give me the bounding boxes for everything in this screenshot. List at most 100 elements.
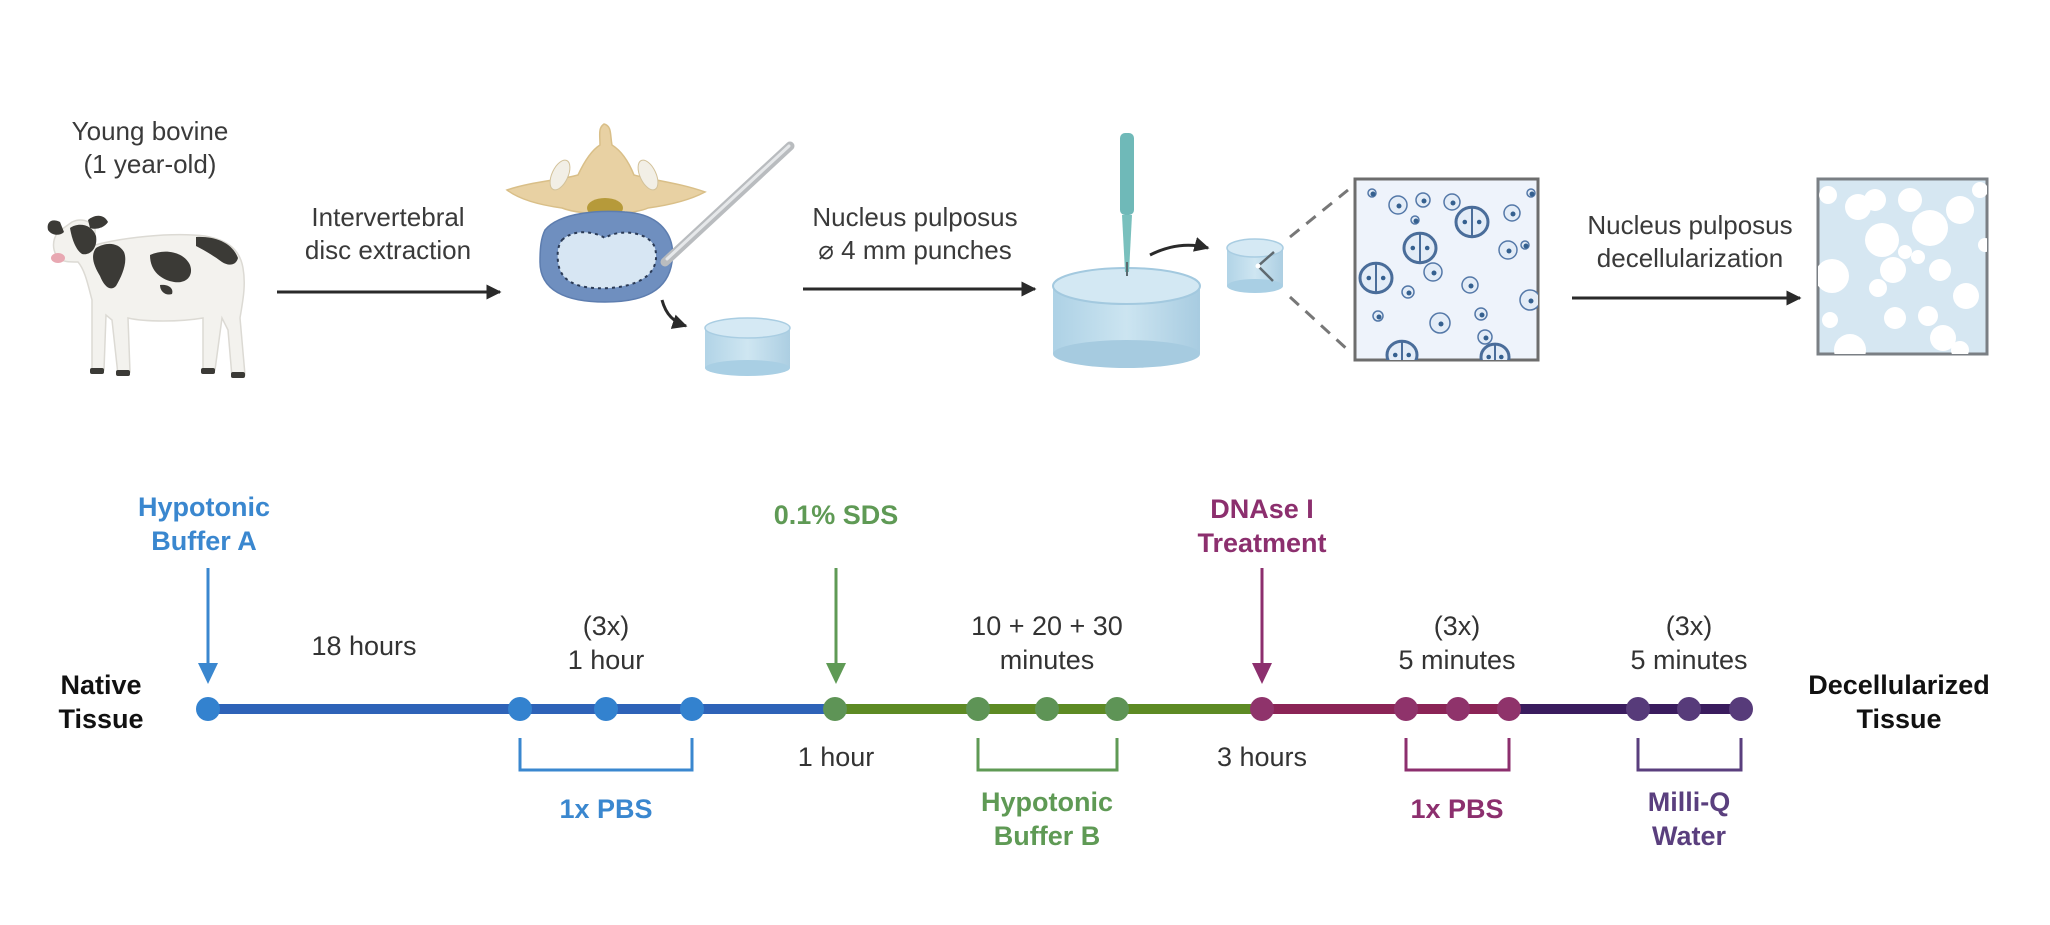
duration-sds: 1 hour [798, 740, 875, 774]
cell-nucleus [1380, 275, 1386, 281]
treatment-label-line2: Buffer A [151, 526, 257, 557]
source-label-line2: (1 year-old) [83, 149, 217, 180]
duration-line1: 10 + 20 + 30 [971, 611, 1123, 641]
matrix-pore [1918, 306, 1938, 326]
start-label-line1: Native [60, 670, 142, 700]
vertebra-disc-icon [505, 123, 707, 303]
matrix-pore [1898, 188, 1922, 212]
duration-line2: 1 hour [567, 645, 645, 676]
cell-nucleus [1421, 198, 1427, 204]
bracket-buffer-b [976, 738, 1119, 772]
matrix-pore [1822, 312, 1838, 328]
wash-label-line2: Buffer B [993, 821, 1101, 852]
cell-nucleus [1424, 245, 1430, 251]
cell-nucleus [1510, 211, 1516, 217]
cell-nucleus [1462, 219, 1468, 225]
end-label-line1: Decellularized [1808, 670, 1990, 700]
timeline-dot [594, 697, 618, 721]
cell-nucleus [1479, 312, 1485, 318]
duration-buffer-b: 10 + 20 + 30 minutes [971, 609, 1123, 678]
step-label-1-line2: disc extraction [304, 235, 472, 266]
cell-nucleus [1499, 354, 1504, 360]
timeline-dot [1394, 697, 1418, 721]
step-label-3: Nucleus pulposus decellularization [1587, 209, 1792, 275]
duration-line1: (3x) [582, 611, 630, 641]
cell-nucleus [1468, 283, 1474, 289]
cell-nucleus [1431, 270, 1437, 276]
timeline-dot [1250, 697, 1274, 721]
timeline-dot [508, 697, 532, 721]
np-punch-sample-icon [1226, 238, 1284, 293]
matrix-pore [1834, 334, 1866, 354]
treatment-arrow-buffer-a [198, 568, 218, 684]
wash-label-buffer-b: Hypotonic Buffer B [981, 785, 1113, 854]
matrix-pore [1819, 186, 1837, 204]
arrow-head [198, 663, 218, 684]
duration-text: 1 hour [797, 742, 875, 772]
cell-nucleus [1370, 191, 1376, 197]
matrix-pore [1972, 182, 1987, 198]
arrow-head [826, 663, 846, 684]
duration-line1: 18 hours [311, 631, 417, 661]
matrix-pore [1912, 210, 1948, 246]
treatment-label-dnase: DNAse I Treatment [1197, 492, 1326, 561]
timeline-dot [1729, 697, 1753, 721]
cell-nucleus [1483, 335, 1489, 341]
bracket-pbs-1 [518, 738, 694, 772]
cell-nucleus [1392, 352, 1398, 358]
matrix-pore [1930, 325, 1956, 351]
treatment-label-line1: DNAse I [1210, 494, 1314, 524]
treatment-arrow-sds [826, 568, 846, 684]
cell-nucleus [1450, 200, 1456, 206]
decellularized-matrix-square-icon [1816, 177, 1989, 356]
duration-18h: 18 hours [311, 629, 416, 663]
cell-nucleus [1476, 219, 1482, 225]
treatment-label-sds: 0.1% SDS [774, 498, 899, 532]
timeline-dot [1446, 697, 1470, 721]
matrix-pore [1953, 283, 1979, 309]
source-label-line1: Young bovine [71, 116, 229, 146]
step-label-2: Nucleus pulposus ⌀ 4 mm punches [812, 201, 1017, 267]
np-tissue-block-icon [1052, 267, 1201, 368]
cell-nucleus [1528, 298, 1534, 304]
timeline-dot [196, 697, 220, 721]
duration-pbs-magenta: (3x) 5 minutes [1398, 609, 1515, 678]
treatment-label-buffer-a: Hypotonic Buffer A [138, 490, 270, 559]
zoom-guide-top [1289, 188, 1349, 239]
matrix-pore [1880, 257, 1906, 283]
cow-icon [47, 215, 246, 378]
cell-nucleus [1410, 245, 1416, 251]
timeline-dot [1497, 697, 1521, 721]
matrix-pore [1911, 250, 1925, 264]
matrix-pore [1818, 259, 1849, 293]
timeline-dot [1626, 697, 1650, 721]
step-label-3-line2: decellularization [1596, 243, 1784, 274]
cells-magnified-square-icon [1353, 177, 1540, 362]
matrix-pore [1898, 245, 1912, 259]
matrix-pore [1978, 238, 1987, 252]
zoom-guide-bottom [1288, 295, 1350, 352]
matrix-pore [1864, 189, 1886, 211]
cell-nucleus [1523, 243, 1529, 249]
start-label-line2: Tissue [58, 704, 144, 735]
timeline [196, 568, 1753, 772]
wash-label-pbs-2: 1x PBS [1410, 792, 1503, 826]
duration-line1: (3x) [1665, 611, 1713, 641]
wash-label-line2: Water [1651, 821, 1726, 852]
step-label-1-line1: Intervertebral [311, 202, 465, 232]
bracket-pbs-2 [1404, 738, 1511, 772]
treatment-label-line1: Hypotonic [138, 492, 270, 522]
bracket-milliq [1636, 738, 1743, 772]
timeline-dot [1035, 697, 1059, 721]
transfer-arrow-punch [1149, 237, 1210, 257]
cell-nucleus [1529, 191, 1535, 197]
cell-nucleus [1413, 218, 1419, 224]
cell-nucleus [1486, 354, 1491, 360]
np-tissue-cylinder-icon [704, 317, 791, 376]
duration-milliq: (3x) 5 minutes [1630, 609, 1747, 678]
timeline-dot [680, 697, 704, 721]
duration-pbs-blue: (3x) 1 hour [568, 609, 645, 678]
step-label-1: Intervertebral disc extraction [305, 201, 471, 267]
timeline-dot [1105, 697, 1129, 721]
